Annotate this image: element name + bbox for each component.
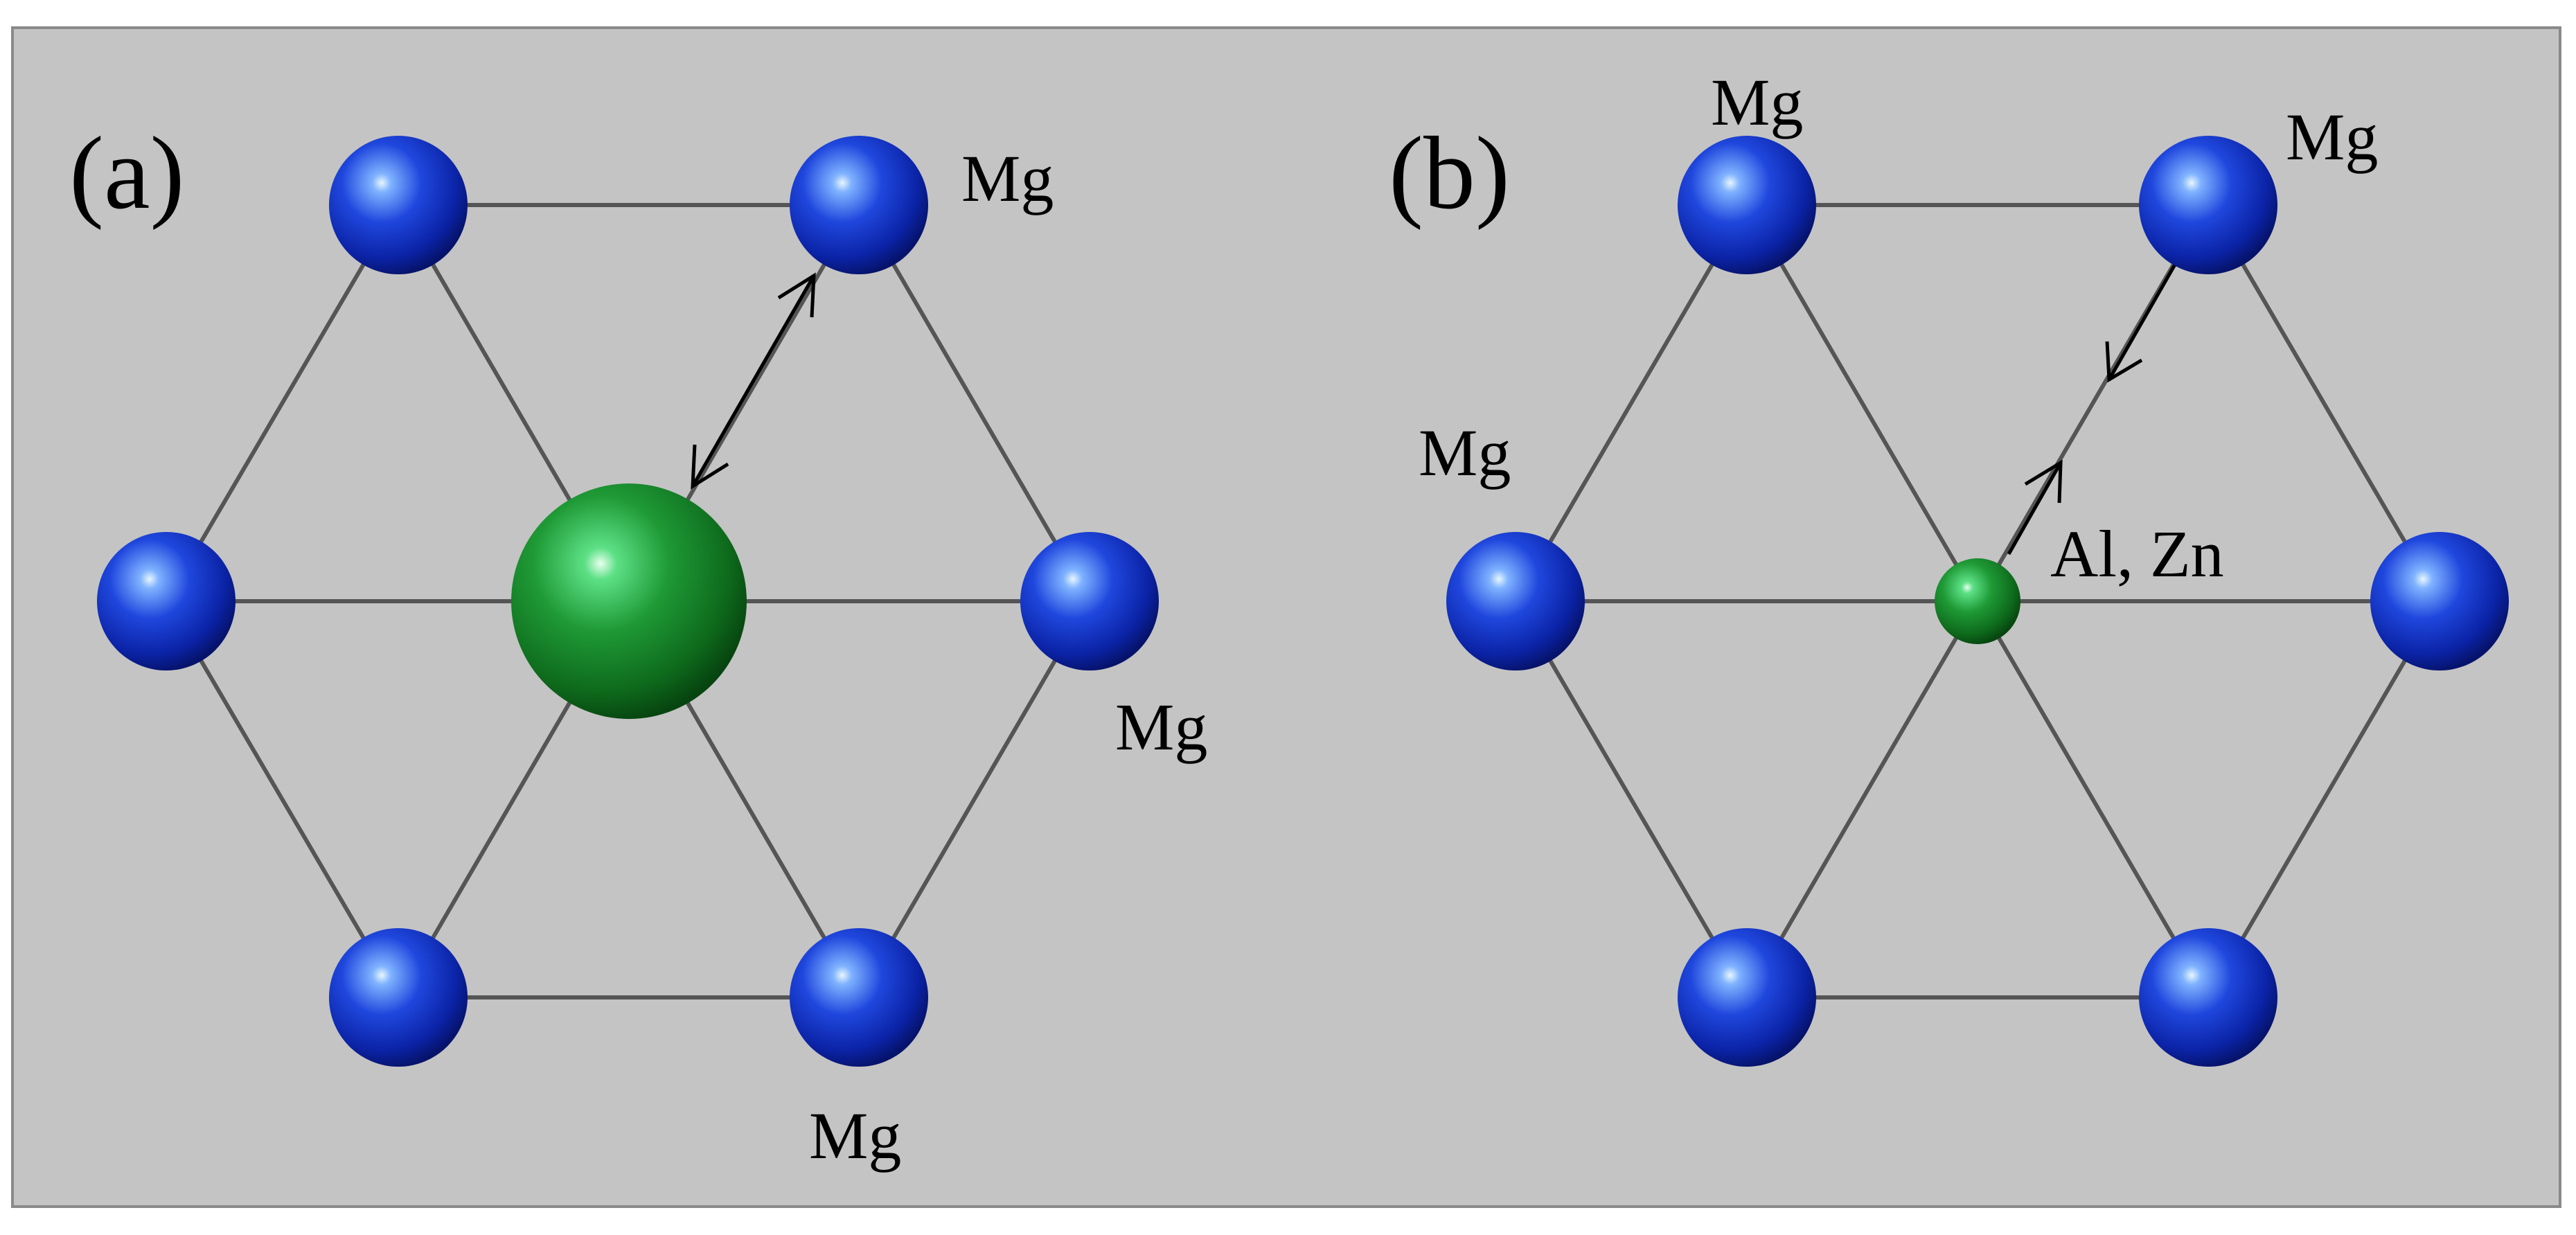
mg-atom-left (1446, 532, 1585, 670)
mg-atom-top-left (1678, 136, 1816, 274)
atom-label-mg: Mg (961, 141, 1054, 215)
atom-label-mg: Mg (1115, 690, 1207, 764)
mg-atom-bottom-right (790, 928, 928, 1067)
mg-atom-top-right (790, 136, 928, 274)
atom-label-mg: Mg (1711, 65, 1803, 139)
atom-label-mg: Mg (1419, 416, 1511, 490)
mg-atom-bottom-left (329, 928, 468, 1067)
atom-label-al-zn: Al, Zn (2050, 517, 2224, 591)
panel-label-b: (b) (1389, 116, 1510, 231)
solute-atom-large (511, 483, 747, 719)
panel-a: (a) Mg Mg Mg (69, 116, 1207, 1173)
mg-atom-bottom-left (1678, 928, 1816, 1067)
double-arrow-a (691, 272, 816, 490)
mg-atom-left (97, 532, 236, 670)
solute-atom-small (1935, 558, 2020, 644)
mg-atom-right (1020, 532, 1159, 670)
mg-atom-right (2370, 532, 2509, 670)
mg-atom-top-left (329, 136, 468, 274)
panel-label-a: (a) (69, 116, 184, 231)
atom-label-mg: Mg (2286, 100, 2378, 174)
arrows-b (2007, 263, 2177, 556)
atom-label-mg: Mg (809, 1099, 901, 1173)
mg-atom-top-right (2139, 136, 2277, 274)
mg-atom-bottom-right (2139, 928, 2277, 1067)
panel-b: (b) Mg Mg Mg Al, Zn (1389, 65, 2509, 1067)
